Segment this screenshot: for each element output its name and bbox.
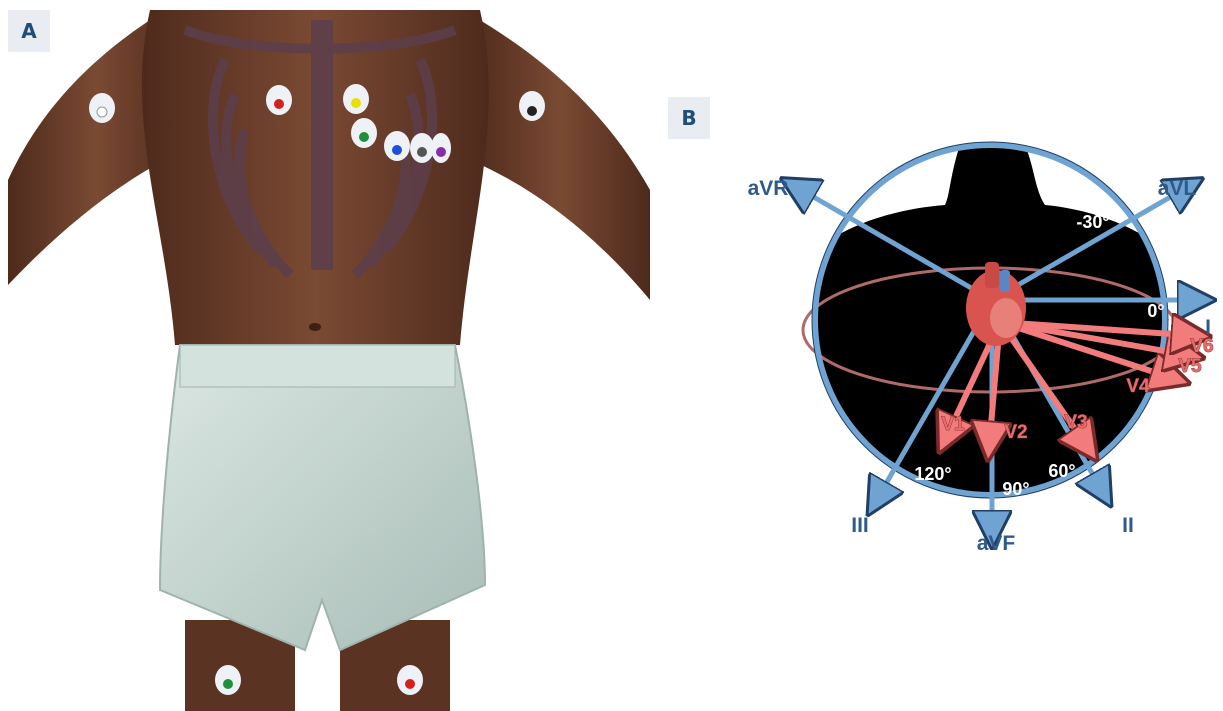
v6-electrode bbox=[431, 133, 451, 163]
navel bbox=[309, 323, 321, 331]
right-leg-electrode bbox=[215, 665, 241, 695]
lead-v3-label: V3 bbox=[1064, 412, 1087, 433]
lead-v6-label: V6 bbox=[1190, 336, 1213, 357]
lead-v4-label: V4 bbox=[1126, 376, 1150, 397]
v1-electrode bbox=[266, 85, 292, 115]
left-arm-electrode bbox=[519, 91, 545, 121]
degree-label: 60° bbox=[1048, 461, 1075, 481]
degree-label: -30° bbox=[1076, 212, 1109, 232]
lead-ii-label: II bbox=[1122, 514, 1134, 537]
left-arm bbox=[470, 20, 650, 300]
v3-electrode bbox=[351, 118, 377, 148]
lead-v5-label: V5 bbox=[1178, 356, 1202, 377]
lead-avl-label: aVL bbox=[1158, 177, 1197, 200]
lead-avr-label: aVR bbox=[748, 177, 789, 200]
v5-electrode bbox=[410, 133, 434, 163]
degree-label: 90° bbox=[1002, 479, 1029, 499]
shorts bbox=[160, 345, 485, 650]
lead-v2-label: V2 bbox=[1004, 422, 1027, 443]
lead-avf-label: aVF bbox=[977, 532, 1016, 555]
lead-v1-label: V1 bbox=[941, 414, 965, 435]
v4-electrode bbox=[384, 131, 410, 161]
shorts-waistband bbox=[180, 345, 455, 387]
degree-label: 120° bbox=[914, 464, 951, 484]
lead-iii-label: III bbox=[851, 514, 869, 537]
right-arm-electrode bbox=[89, 93, 115, 123]
v2-electrode bbox=[343, 84, 369, 114]
torso-illustration bbox=[0, 0, 660, 711]
left-leg-electrode bbox=[397, 665, 423, 695]
degree-label: 0° bbox=[1147, 301, 1164, 321]
